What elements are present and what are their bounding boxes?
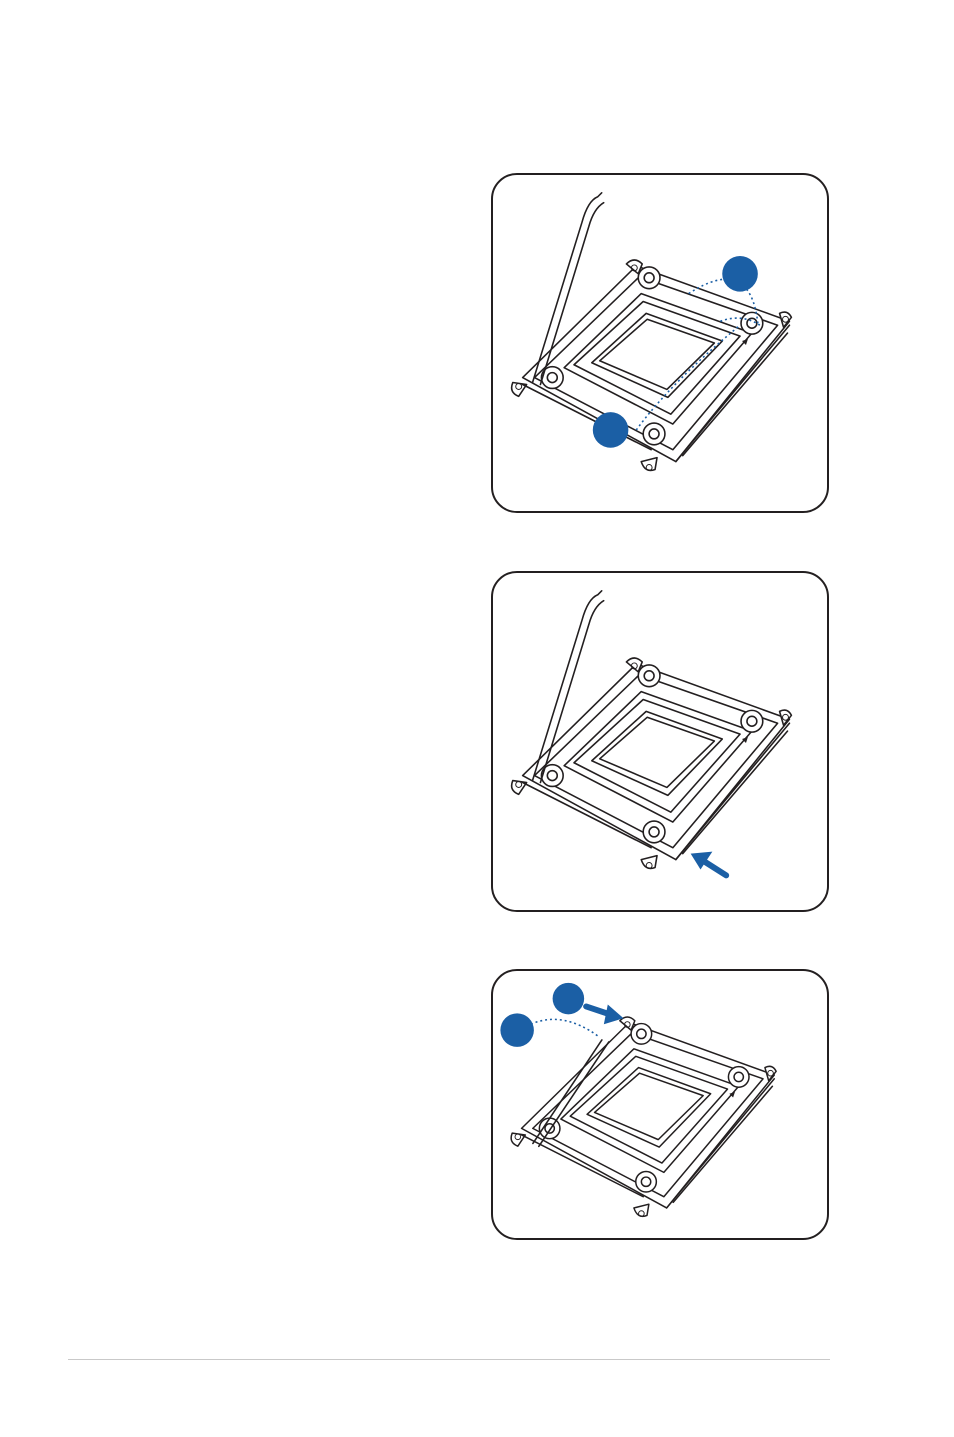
step-marker: [722, 256, 758, 292]
figure-open-load-plate: [491, 173, 829, 513]
press-arrow-icon: [691, 852, 727, 876]
figure-close-load-lever: [491, 969, 829, 1240]
socket-illustration-2: [493, 573, 827, 910]
step-marker: [593, 412, 629, 448]
socket-illustration-3: [493, 971, 827, 1238]
socket-illustration-1: [493, 175, 827, 511]
push-arrow-icon: [586, 1004, 623, 1024]
footer-rule: [68, 1359, 830, 1360]
motion-path: [531, 1019, 598, 1036]
figure-press-load-lever: [491, 571, 829, 912]
step-marker: [553, 983, 585, 1015]
step-marker: [500, 1013, 533, 1046]
